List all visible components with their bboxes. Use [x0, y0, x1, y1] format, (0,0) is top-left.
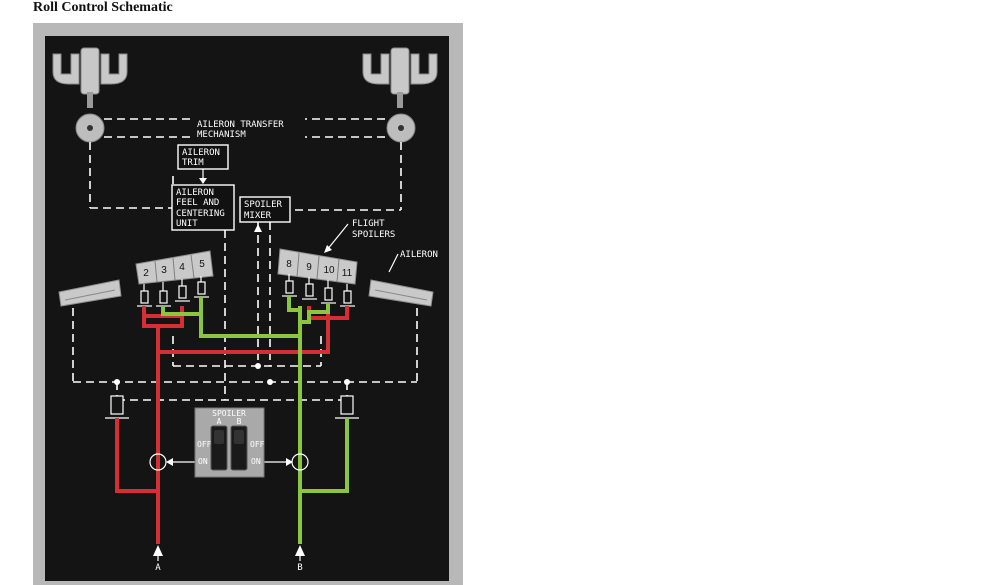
roll-control-diagram: AILERON TRANSFER MECHANISM AILERON TRIM …	[45, 36, 449, 581]
feel-centering-unit-box	[171, 184, 235, 231]
flight-spoilers-label: FLIGHT	[352, 219, 385, 229]
spoiler-11-label: 11	[342, 268, 353, 279]
aileron-drum-right-icon	[386, 113, 416, 143]
switch-b-off-label: OFF	[250, 440, 265, 449]
spoiler-actuators-right	[282, 274, 355, 307]
aileron-trim-box	[177, 144, 229, 170]
spoiler-10-label: 10	[323, 265, 335, 276]
spoiler-switch-panel	[194, 407, 265, 478]
transfer-mechanism-label-2: MECHANISM	[197, 130, 246, 140]
left-flight-spoilers: 2 3 4 5	[135, 250, 214, 285]
feel-unit-label-3: CENTERING	[176, 209, 225, 219]
spoiler-switch-a[interactable]	[210, 425, 228, 471]
spoiler-3-label: 3	[161, 265, 167, 276]
aileron-trim-label: AILERON	[182, 148, 220, 158]
right-flight-spoilers: 8 9 10 11	[277, 248, 358, 285]
feel-unit-label-2: FEEL AND	[176, 198, 219, 208]
switch-a-off-label: OFF	[197, 440, 212, 449]
feel-unit-label: AILERON	[176, 188, 214, 198]
spoiler-2-label: 2	[143, 268, 149, 279]
system-b-label: B	[297, 563, 302, 573]
spoiler-9-label: 9	[306, 262, 312, 273]
switch-a-label: A	[217, 417, 222, 426]
spoiler-4-label: 4	[179, 262, 185, 273]
control-wheel-left-icon	[52, 47, 128, 108]
aileron-drum-left-icon	[75, 113, 105, 143]
spoiler-8-label: 8	[286, 259, 292, 270]
aileron-actuator-left-icon	[105, 395, 129, 419]
system-b-supply-arrow-icon	[295, 545, 305, 556]
aileron-label: AILERON	[400, 250, 438, 260]
diagram-background	[45, 36, 449, 581]
left-aileron-surface-icon	[58, 279, 122, 307]
switch-b-label: B	[237, 417, 242, 426]
flight-spoilers-label-2: SPOILERS	[352, 230, 395, 240]
hydraulic-system-b-lines	[161, 296, 349, 544]
system-a-label: A	[155, 563, 161, 573]
right-aileron-surface-icon	[368, 279, 434, 307]
feel-unit-label-4: UNIT	[176, 219, 198, 229]
spoiler-mixer-label: SPOILER	[244, 200, 283, 210]
spoiler-5-label: 5	[199, 259, 205, 270]
spoiler-switch-b[interactable]	[230, 425, 248, 471]
switch-b-on-label: ON	[251, 457, 261, 466]
switch-panel-title: SPOILER	[212, 409, 246, 418]
page-title: Roll Control Schematic	[33, 0, 173, 15]
aileron-trim-label-2: TRIM	[182, 158, 204, 168]
control-wheel-right-icon	[362, 47, 438, 108]
transfer-mechanism-label: AILERON TRANSFER	[197, 120, 284, 130]
switch-a-on-label: ON	[198, 457, 208, 466]
transfer-mechanism-cables	[89, 118, 402, 211]
spoiler-mixer-box	[239, 196, 291, 223]
spoiler-mixer-label-2: MIXER	[244, 211, 272, 221]
system-a-supply-arrow-icon	[153, 545, 163, 556]
